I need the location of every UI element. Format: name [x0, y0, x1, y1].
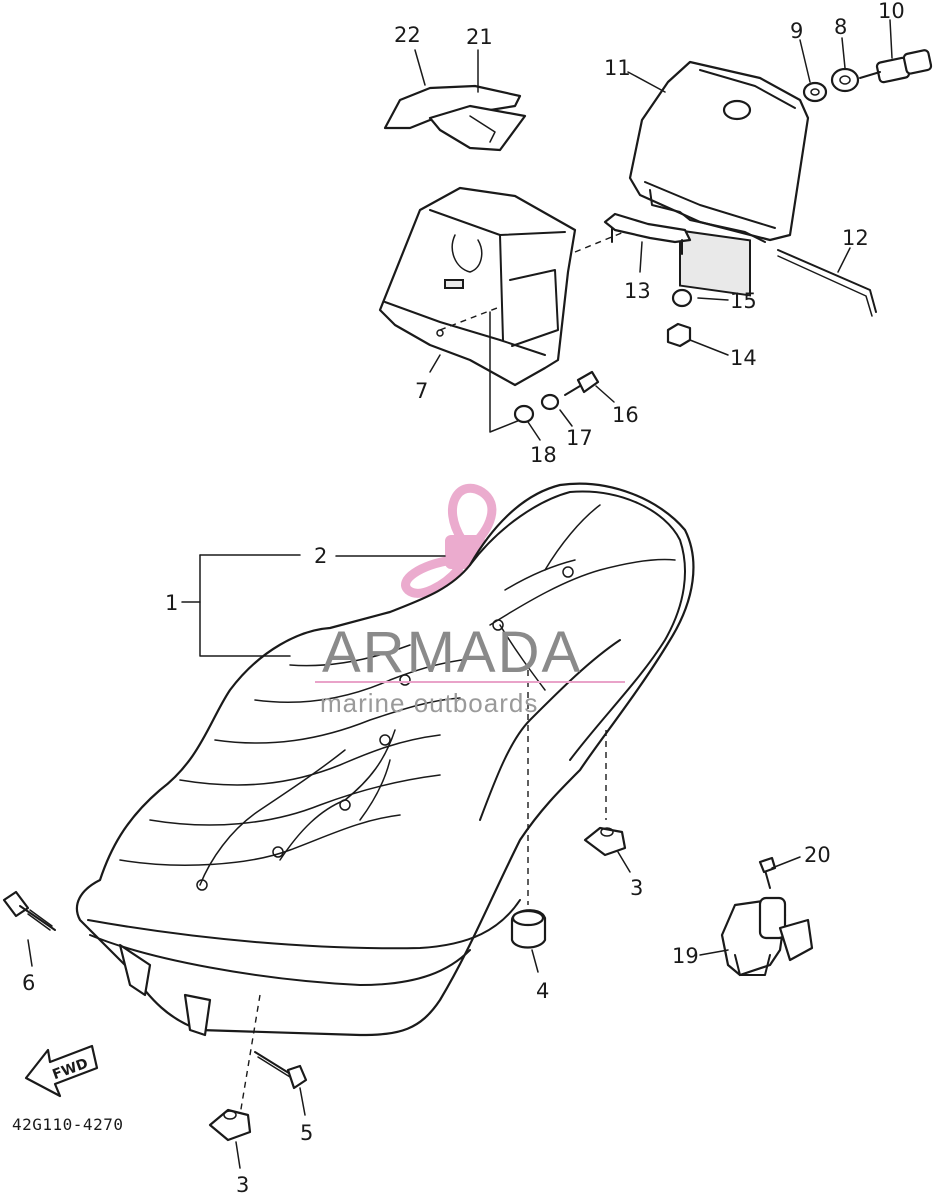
callout-15: 15 — [730, 289, 757, 313]
part-bolt-5 — [254, 1051, 308, 1090]
propeller-blade-left — [401, 555, 464, 598]
callout-10: 10 — [878, 0, 905, 23]
callout-5: 5 — [300, 1121, 313, 1145]
part-grommet-4 — [510, 909, 547, 949]
part-nut-9 — [802, 81, 828, 103]
callout-6: 6 — [22, 971, 35, 995]
part-nut-17 — [540, 393, 560, 411]
part-stay-13 — [603, 212, 692, 255]
part-screw-20 — [758, 856, 777, 889]
part-washer-18 — [513, 404, 535, 424]
part-bolt-6 — [2, 890, 56, 931]
callout-22: 22 — [394, 23, 421, 47]
callout-14: 14 — [730, 346, 757, 370]
propeller-blade-top — [448, 483, 497, 555]
part-bolt-16 — [564, 370, 600, 396]
watermark-tagline: marine outboards — [320, 688, 538, 718]
watermark: ARMADA marine outboards — [315, 620, 625, 718]
callout-19: 19 — [672, 944, 699, 968]
fwd-arrow-icon: FWD — [24, 1044, 99, 1098]
callout-2: 2 — [314, 544, 327, 568]
callout-1: 1 — [165, 591, 178, 615]
part-washer-8 — [830, 67, 860, 93]
callout-3-right: 3 — [630, 876, 643, 900]
callout-8: 8 — [834, 15, 847, 39]
watermark-brand: ARMADA — [322, 620, 582, 685]
part-damper-3a — [583, 826, 627, 857]
callout-11: 11 — [604, 56, 631, 80]
callout-9: 9 — [790, 19, 803, 43]
callout-7: 7 — [415, 379, 428, 403]
part-seat-1 — [75, 482, 695, 1037]
callout-12: 12 — [842, 226, 869, 250]
part-tail-box-11 — [628, 60, 810, 297]
part-box-7 — [378, 186, 577, 387]
callout-4: 4 — [536, 979, 549, 1003]
part-nut-15 — [671, 288, 693, 308]
part-code: 42G110-4270 — [12, 1115, 123, 1134]
callout-13: 13 — [624, 279, 651, 303]
part-nut-14 — [666, 322, 692, 348]
callout-18: 18 — [530, 443, 557, 467]
callout-16: 16 — [612, 403, 639, 427]
callout-20: 20 — [804, 843, 831, 867]
part-bracket-22-21 — [383, 84, 527, 152]
callout-21: 21 — [466, 25, 493, 49]
callout-labels: 1 2 3 3 4 5 6 7 8 9 10 11 12 13 14 15 16… — [22, 0, 905, 1194]
callout-3-bottom: 3 — [236, 1173, 249, 1194]
part-rod-12 — [777, 249, 877, 317]
callout-17: 17 — [566, 426, 593, 450]
leader-lines — [27, 19, 893, 1169]
part-lock-10 — [859, 49, 933, 84]
part-seat-lock-19 — [720, 896, 814, 977]
part-damper-3b — [208, 1108, 252, 1142]
